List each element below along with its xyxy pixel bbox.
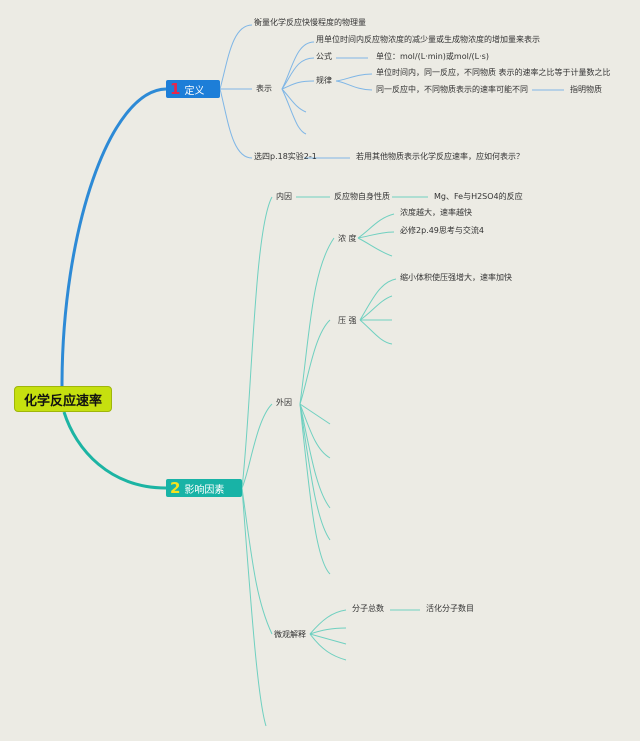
branch-number: 2 <box>170 479 181 497</box>
node-micro-1[interactable]: 分子总数 <box>352 604 384 613</box>
node-conc-1[interactable]: 浓度越大，速率越快 <box>400 208 472 217</box>
node-unit[interactable]: 单位：mol/(L·min)或mol/(L·s) <box>376 52 489 61</box>
factors-branch-lines <box>241 196 428 727</box>
root-to-definition-line <box>60 87 167 387</box>
node-experiment-question[interactable]: 若用其他物质表示化学反应速率，应如何表示？ <box>356 152 524 161</box>
node-micro-2[interactable]: 活化分子数目 <box>426 604 474 613</box>
node-rule-1[interactable]: 单位时间内，同一反应，不同物质 表示的速率之比等于计量数之比 <box>376 68 611 77</box>
node-rule[interactable]: 规律 <box>316 76 332 85</box>
node-pressure[interactable]: 压 强 <box>338 316 357 325</box>
branch-label: 影响因素 <box>184 484 225 496</box>
branch-number: 1 <box>170 80 181 98</box>
node-internal[interactable]: 内因 <box>276 192 292 201</box>
node-rule-2[interactable]: 同一反应中，不同物质表示的速率可能不同 <box>376 85 528 94</box>
root-label: 化学反应速率 <box>23 393 102 409</box>
node-internal-1[interactable]: 反应物自身性质 <box>334 192 390 201</box>
root-node[interactable]: 化学反应速率 <box>14 386 112 412</box>
node-usage[interactable]: 用单位时间内反应物浓度的减少量或生成物浓度的增加量来表示 <box>316 35 540 44</box>
node-conc-2[interactable]: 必修2p.49思考与交流4 <box>400 226 484 235</box>
node-pres-1[interactable]: 缩小体积使压强增大，速率加快 <box>400 273 512 282</box>
branch-label: 定义 <box>184 85 205 97</box>
node-experiment[interactable]: 选四p.18实验2-1 <box>254 152 317 161</box>
root-to-factors-line <box>62 411 167 490</box>
node-formula[interactable]: 公式 <box>316 52 332 61</box>
branch-factors[interactable]: 2 影响因素 <box>166 479 242 497</box>
node-rule-2-note[interactable]: 指明物质 <box>570 85 602 94</box>
node-micro[interactable]: 微观解释 <box>274 630 306 639</box>
node-concentration[interactable]: 浓 度 <box>338 234 357 243</box>
node-expression[interactable]: 表示 <box>256 84 272 93</box>
node-external[interactable]: 外因 <box>276 398 292 407</box>
node-internal-2[interactable]: Mg、Fe与H2SO4的反应 <box>434 192 523 201</box>
node-definition-desc[interactable]: 衡量化学反应快慢程度的物理量 <box>254 18 366 27</box>
definition-branch-lines <box>219 24 564 159</box>
branch-definition[interactable]: 1 定义 <box>166 80 220 98</box>
